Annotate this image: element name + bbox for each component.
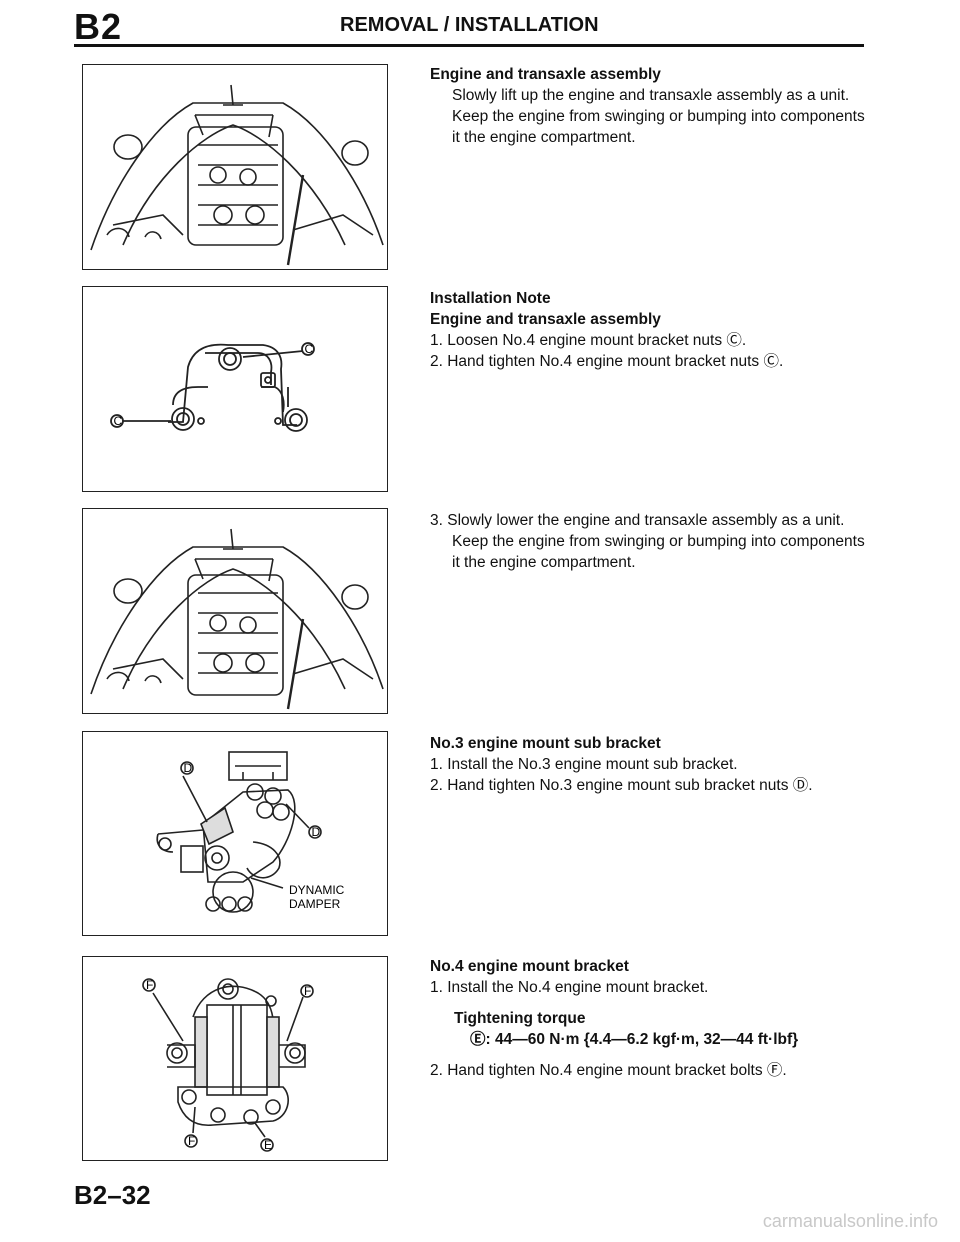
block-no4-mount-bracket: No.4 engine mount bracket 1. Install the… [430,956,870,1081]
block2-heading2: Engine and transaxle assembly [430,311,661,328]
callout-f-1: F [146,978,153,992]
section-code: B2 [74,6,123,47]
figure-engine-lift [82,64,388,270]
callout-d-1: D [184,761,193,775]
dynamic-label: DYNAMIC [289,883,345,897]
figure-no4-bracket-nuts: C C [82,286,388,492]
no4-bracket-illustration: C C [110,342,315,432]
callout-c-1: C [305,342,314,356]
header-rule [74,44,864,47]
no4-mount-bracket-illustration: F F F E [142,978,314,1152]
callout-f-3: F [188,1134,195,1148]
watermark: carmanualsonline.info [762,1211,938,1231]
block5-heading: No.4 engine mount bracket [430,958,629,975]
figure-no3-sub-bracket: D D DYNAMIC DAMPER [82,731,388,936]
engine-lower-illustration [90,528,384,710]
block2-step1: 1. Loosen No.4 engine mount bracket nuts… [430,332,747,349]
figure-engine-lower [82,508,388,714]
block1-body: Slowly lift up the engine and transaxle … [452,87,865,146]
callout-f-2: F [304,984,311,998]
callout-d-2: D [312,825,321,839]
block-engine-removal: Engine and transaxle assembly Slowly lif… [430,64,870,148]
callout-e-1: E [264,1138,272,1152]
block-installation-note: Installation Note Engine and transaxle a… [430,288,870,372]
block4-step2: 2. Hand tighten No.3 engine mount sub br… [430,777,813,794]
block5-step2: 2. Hand tighten No.4 engine mount bracke… [430,1062,787,1079]
block-lower-engine: 3. Slowly lower the engine and transaxle… [430,510,870,573]
page-number: B2–32 [74,1180,151,1210]
engine-lift-illustration [90,84,384,266]
block1-heading: Engine and transaxle assembly [430,66,661,83]
block2-step2: 2. Hand tighten No.4 engine mount bracke… [430,353,784,370]
torque-heading: Tightening torque [454,1010,586,1027]
block3-step3: 3. Slowly lower the engine and transaxle… [430,512,865,571]
block2-heading1: Installation Note [430,290,551,307]
block4-heading: No.3 engine mount sub bracket [430,735,661,752]
page-title: REMOVAL / INSTALLATION [340,14,599,36]
block5-step1: 1. Install the No.4 engine mount bracket… [430,979,709,996]
block-no3-sub-bracket: No.3 engine mount sub bracket 1. Install… [430,733,870,796]
no3-sub-bracket-illustration: D D DYNAMIC DAMPER [156,751,345,913]
figure-no4-mount-bracket: F F F E [82,956,388,1161]
damper-label: DAMPER [289,897,341,911]
torque-value: Ⓔ: 44—60 N·m {4.4—6.2 kgf·m, 32—44 ft·lb… [470,1031,799,1048]
block4-step1: 1. Install the No.3 engine mount sub bra… [430,756,738,773]
callout-c-2: C [114,414,123,428]
